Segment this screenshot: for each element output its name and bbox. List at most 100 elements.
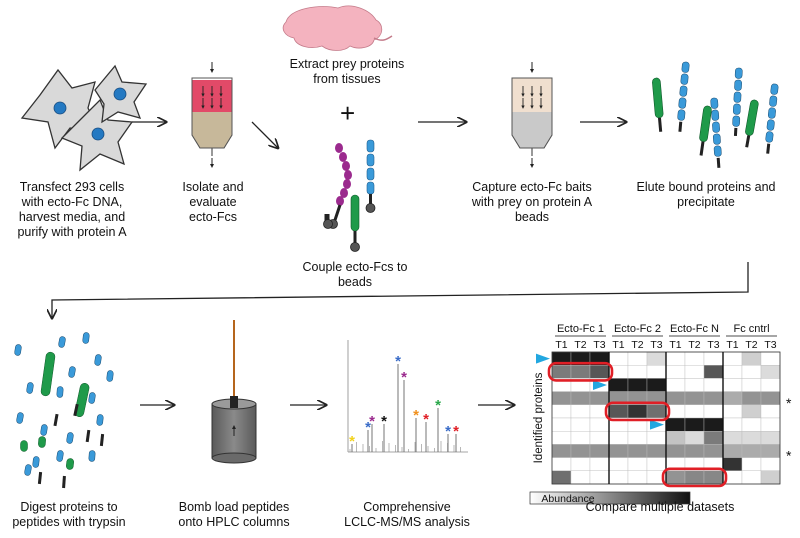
step-digest-text: Digest proteins to peptides with trypsin (12, 500, 126, 529)
step-bomb-text: Bomb load peptides onto HPLC columns (178, 500, 290, 529)
heatmap-cell (665, 378, 686, 392)
spectrum-peak-star: * (413, 407, 419, 424)
heatmap-cell (570, 457, 591, 472)
heatmap-cell (722, 391, 743, 406)
heatmap-cell (760, 365, 781, 379)
spectrum-peak-star: * (369, 413, 375, 430)
hplc-column-icon (211, 320, 257, 464)
bait-arrow-icon (650, 419, 664, 430)
step-transfect-text: Transfect 293 cells with ecto-Fc DNA, ha… (17, 180, 127, 239)
heatmap-cell (741, 351, 762, 366)
heatmap-cell (684, 417, 705, 432)
step-compare-caption: Compare multiple datasets (560, 500, 760, 515)
heatmap-cell (684, 378, 705, 392)
heatmap-cell (760, 470, 781, 485)
heatmap-cell (722, 431, 743, 445)
heatmap-cell (570, 470, 591, 485)
heatmap-cell (646, 431, 667, 445)
heatmap-cell (741, 378, 762, 392)
heatmap-cell (627, 378, 648, 392)
heatmap-column-header: T1 (669, 339, 681, 351)
heatmap-cell (570, 365, 591, 379)
heatmap-cell (646, 444, 667, 458)
heatmap-cell (627, 470, 648, 485)
heatmap-cell (627, 404, 648, 419)
heatmap-cell (646, 351, 667, 366)
heatmap-cell (570, 444, 591, 458)
step-digest-caption: Digest proteins to peptides with trypsin (4, 500, 134, 530)
heatmap-cell (741, 404, 762, 419)
heatmap-cell (703, 391, 724, 406)
heatmap-cell (646, 378, 667, 392)
heatmap-cell (741, 457, 762, 472)
spectrum-peak-star: * (435, 397, 441, 414)
digested-peptides-icon (14, 332, 114, 489)
nonspecific-asterisk: * (786, 395, 792, 411)
heatmap-cell (684, 404, 705, 419)
heatmap-cell (741, 417, 762, 432)
step-couple-caption: Couple ecto-Fcs to beads (290, 260, 420, 290)
heatmap-cell (665, 431, 686, 445)
heatmap-cell (551, 404, 572, 419)
heatmap-cell (722, 378, 743, 392)
heatmap-cell (684, 470, 705, 485)
heatmap-cell (684, 351, 705, 366)
heatmap-cell (665, 391, 686, 406)
heatmap-cell (646, 365, 667, 379)
heatmap-cell (760, 444, 781, 458)
spectrum-peak-star: * (365, 419, 371, 436)
heatmap-cell (703, 470, 724, 485)
heatmap-cell (722, 351, 743, 366)
heatmap-cell (608, 351, 629, 366)
heatmap-cell (665, 365, 686, 379)
step-capture-caption: Capture ecto-Fc baits with prey on prote… (462, 180, 602, 225)
heatmap-cell (627, 365, 648, 379)
heatmap-column-header: T3 (707, 339, 719, 351)
step-isolate-caption: Isolate and evaluate ecto-Fcs (168, 180, 258, 225)
heatmap-cell (741, 431, 762, 445)
heatmap-cell (646, 457, 667, 472)
spectrum-peak-star: * (423, 411, 429, 428)
heatmap-cell (703, 365, 724, 379)
heatmap-cell (684, 391, 705, 406)
bait-arrow-icon (593, 380, 607, 390)
heatmap-cell (551, 365, 572, 379)
heatmap-cell (608, 404, 629, 419)
heatmap-cell (684, 444, 705, 458)
heatmap-column-header: T3 (650, 339, 662, 351)
heatmap-cell (665, 470, 686, 485)
heatmap-cell (741, 391, 762, 406)
heatmap-column-header: T2 (574, 339, 586, 351)
heatmap-group-header: Ecto-Fc N (670, 323, 719, 335)
heatmap-cell (703, 378, 724, 392)
heatmap-cell (722, 365, 743, 379)
heatmap-cell (570, 431, 591, 445)
highlight-outline (661, 467, 728, 488)
spectrum-peak-star: * (381, 413, 387, 430)
step-comprehensive-caption: Comprehensive LCLC-MS/MS analysis (332, 500, 482, 530)
bait-arrow-icon (536, 353, 550, 364)
heatmap-group-header: Ecto-Fc 1 (557, 323, 604, 335)
spectrum-peak-star: * (445, 423, 451, 440)
spectrum-peak-star: * (395, 353, 401, 370)
heatmap-cell (551, 470, 572, 485)
heatmap-cell (665, 351, 686, 366)
capture-column-icon (511, 62, 553, 168)
heatmap-cell (665, 444, 686, 458)
heatmap-cell (722, 457, 743, 472)
heatmap-cell (741, 444, 762, 458)
spectrum-peak-star: * (401, 369, 407, 386)
heatmap-cell (703, 404, 724, 419)
heatmap-column-header: T3 (593, 339, 605, 351)
step-bomb-caption: Bomb load peptides onto HPLC columns (168, 500, 300, 530)
plus-sign: + (340, 98, 356, 128)
heatmap-cell (722, 417, 743, 432)
heatmap-cell (608, 431, 629, 445)
heatmap-cell (589, 457, 610, 472)
heatmap-group-header: Ecto-Fc 2 (614, 323, 661, 335)
heatmap-cell (570, 391, 591, 406)
heatmap-row-axis-label: Identified proteins (533, 372, 545, 463)
step-couple-text: Couple ecto-Fcs to beads (302, 260, 408, 289)
heatmap-cell (760, 351, 781, 366)
